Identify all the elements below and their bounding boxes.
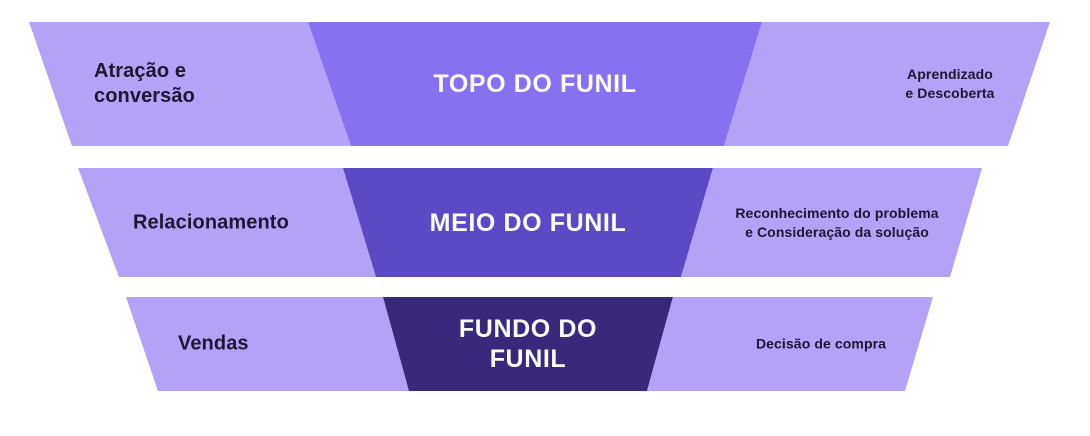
meio-left-label: Relacionamento xyxy=(133,210,289,235)
meio-right-label-line2: e Consideração da solução xyxy=(745,223,929,240)
funnel-stage-meio: Relacionamento MEIO DO FUNIL Reconhecime… xyxy=(0,168,1090,277)
meio-left-label-line1: Relacionamento xyxy=(133,211,289,233)
topo-right-panel xyxy=(724,22,1050,146)
meio-right-label: Reconhecimento do problema e Consideraçã… xyxy=(687,204,987,242)
topo-right-label-line1: Aprendizado xyxy=(907,66,993,82)
fundo-right-label-line1: Decisão de compra xyxy=(755,335,887,352)
topo-left-label-line2: conversão xyxy=(94,85,195,107)
meio-right-label-line1: Reconhecimento do problema xyxy=(735,204,939,221)
fundo-right-label: Decisão de compra xyxy=(671,335,971,354)
fundo-stage-title-line1: FUNDO DO xyxy=(458,315,598,343)
meio-right-panel xyxy=(681,168,982,277)
topo-left-panel xyxy=(29,22,351,146)
fundo-stage-title-line2: FUNIL xyxy=(489,345,567,373)
topo-right-label: Aprendizado e Descoberta xyxy=(800,65,1090,103)
fundo-middle-panel xyxy=(383,297,673,391)
topo-stage-title-line1: TOPO DO FUNIL xyxy=(433,70,637,98)
topo-stage-title: TOPO DO FUNIL xyxy=(308,69,762,99)
topo-middle-panel xyxy=(308,22,762,146)
meio-left-panel xyxy=(78,168,376,277)
meio-stage-title-line1: MEIO DO FUNIL xyxy=(429,208,627,237)
meio-stage-title: MEIO DO FUNIL xyxy=(343,208,713,238)
fundo-left-label-line1: Vendas xyxy=(178,332,249,355)
fundo-right-panel xyxy=(647,297,933,391)
funnel-stage-topo: Atração e conversão TOPO DO FUNIL Aprend… xyxy=(0,22,1090,146)
fundo-stage-title: FUNDO DO FUNIL xyxy=(383,314,673,374)
meio-middle-panel xyxy=(343,168,713,277)
fundo-left-panel xyxy=(126,297,409,391)
funnel-stage-fundo: Vendas FUNDO DO FUNIL Decisão de compra xyxy=(0,297,1090,391)
topo-left-label-line1: Atração e xyxy=(94,60,187,82)
fundo-left-label: Vendas xyxy=(178,332,249,357)
topo-right-label-line2: e Descoberta xyxy=(905,85,995,101)
topo-left-label: Atração e conversão xyxy=(94,59,195,109)
